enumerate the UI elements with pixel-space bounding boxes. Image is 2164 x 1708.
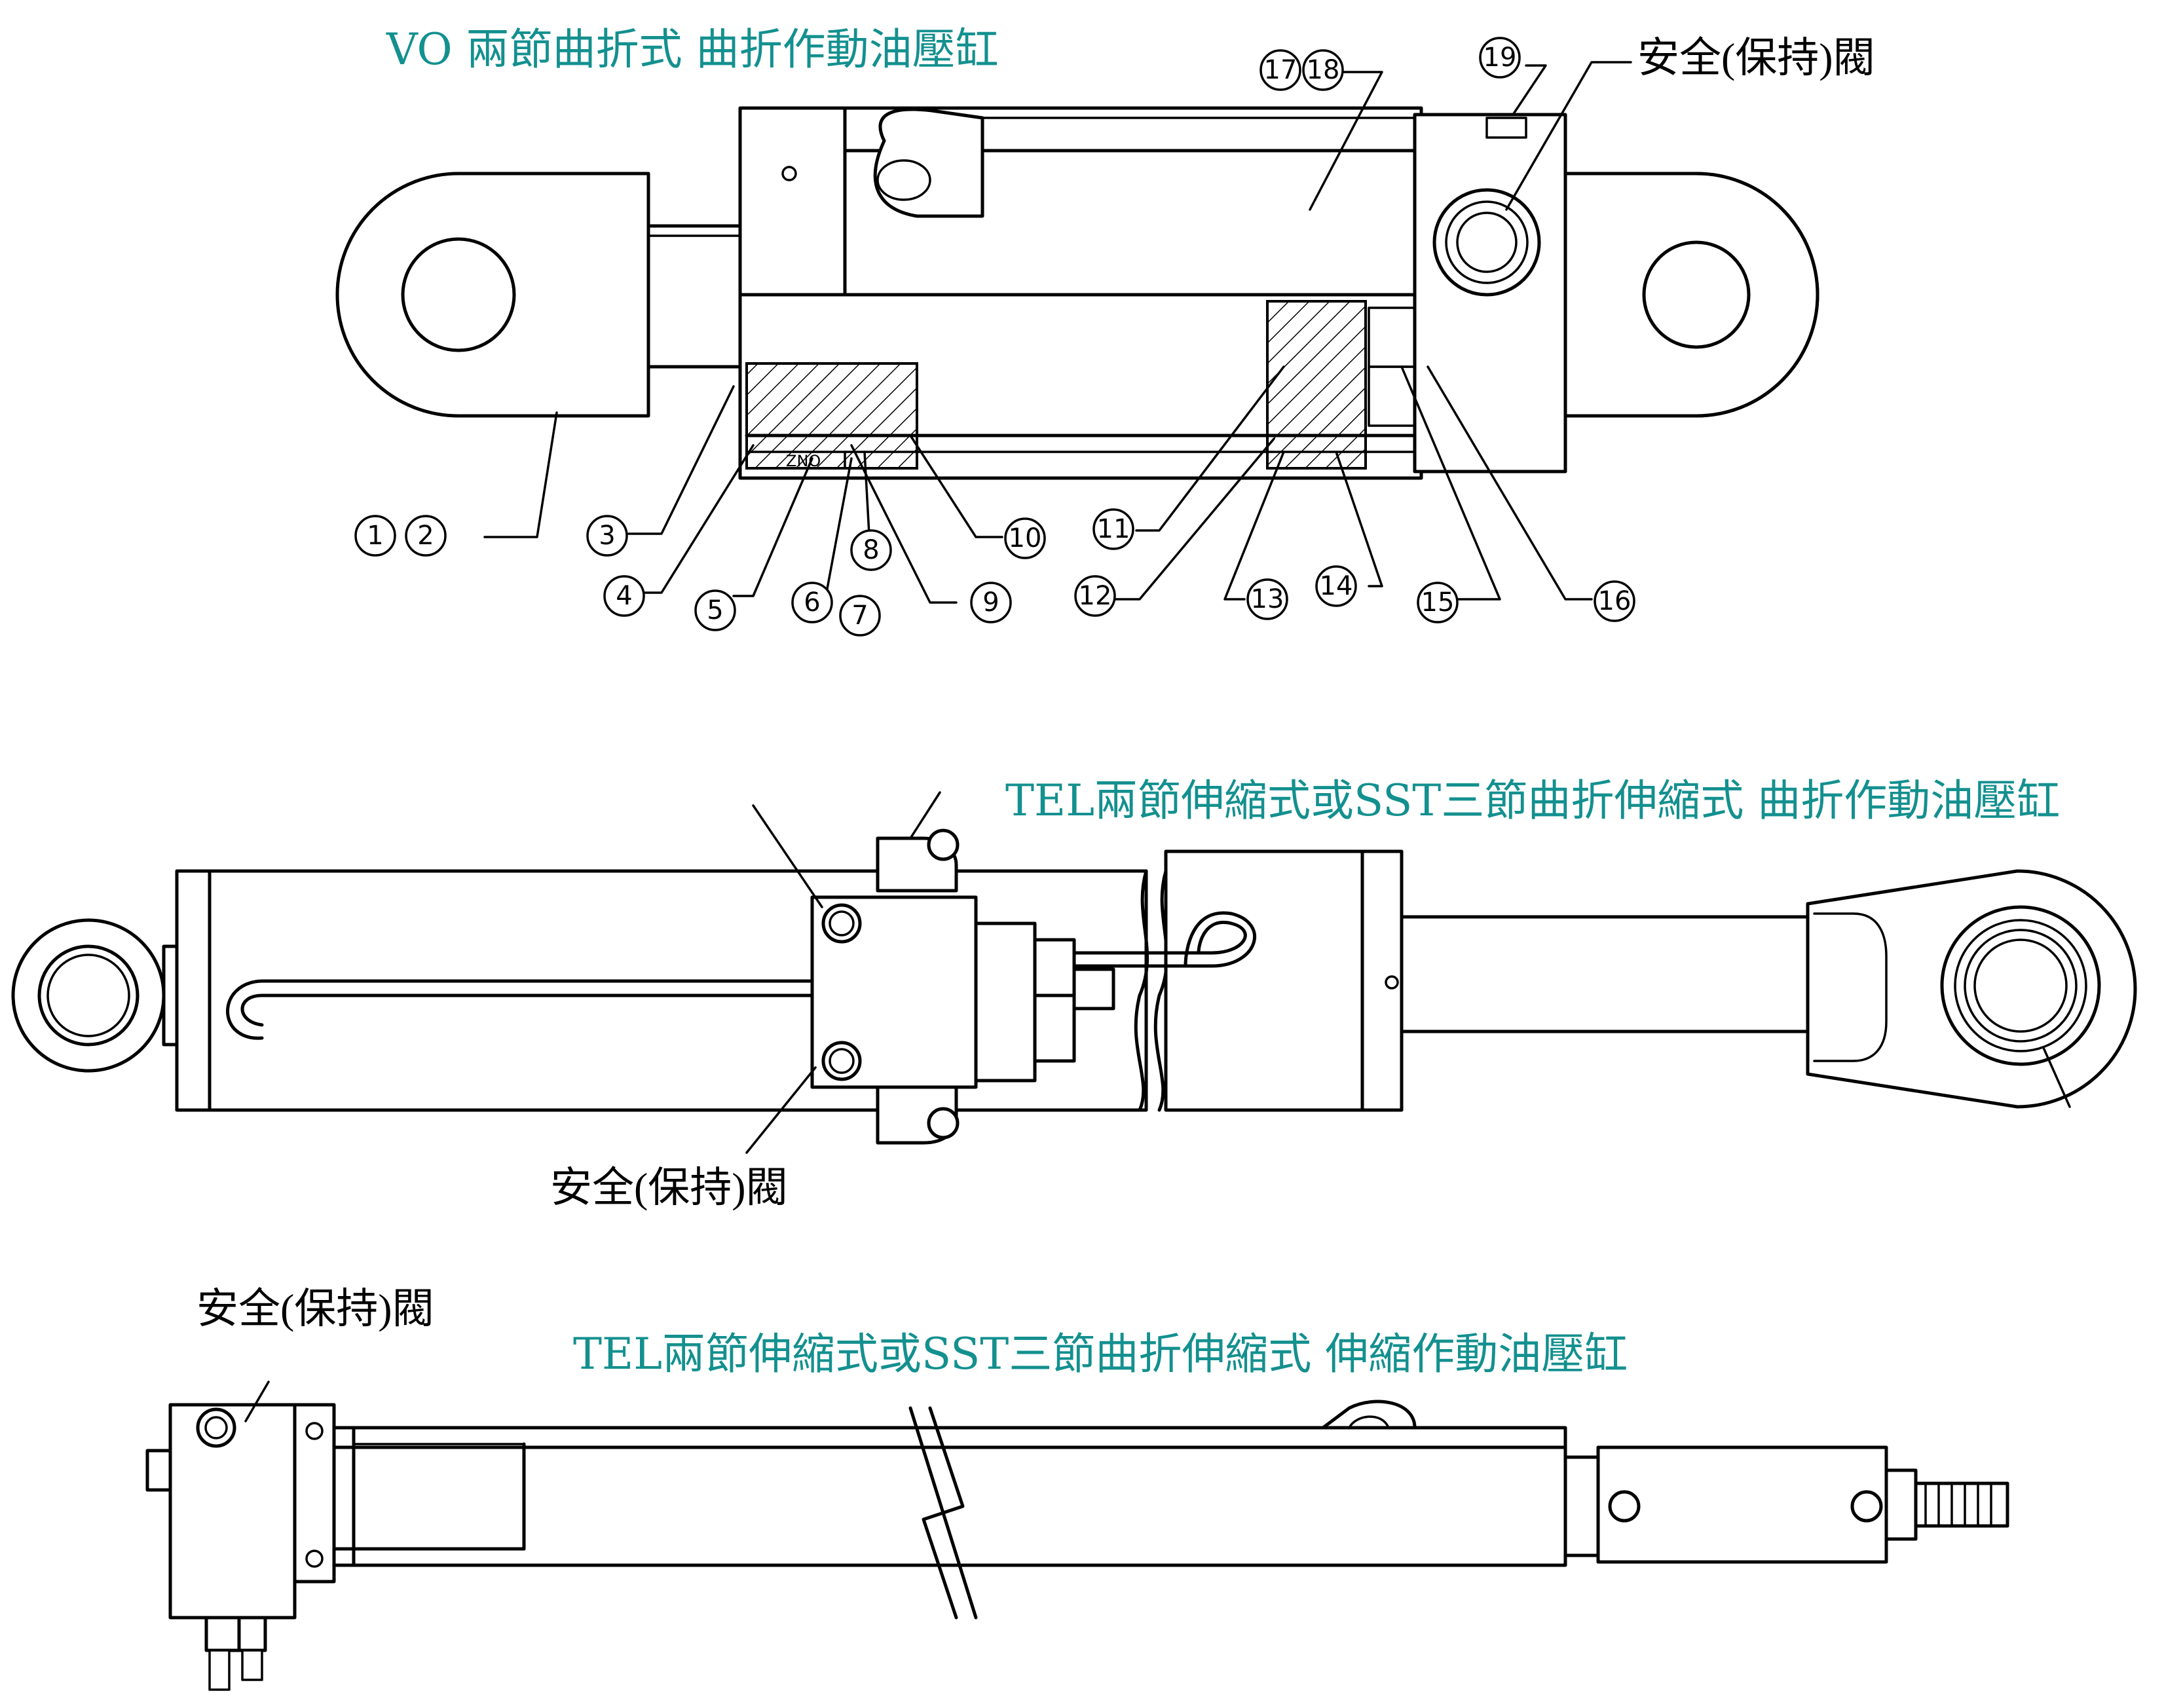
title-tel-tele: TEL兩節伸縮式或SST三節曲折伸縮式 伸縮作動油壓缸	[573, 1329, 1628, 1379]
tel-fold-piston-rod	[1400, 915, 1810, 1033]
tel-fold-barrel-end	[1164, 849, 1404, 1112]
oring-code-text: ZNO	[786, 452, 821, 470]
part-14: 14	[1320, 571, 1353, 601]
vo-elbow-fitting	[873, 107, 984, 218]
title-vo: VO 兩節曲折式 曲折作動油壓缸	[386, 24, 999, 75]
tel-tele-cylinder-drawing	[145, 1381, 2009, 1691]
safety-valve-label-top: 安全(保持)閥	[1637, 35, 1875, 81]
part-8: 8	[863, 535, 879, 565]
part-3: 3	[599, 521, 615, 551]
vo-left-eye	[335, 172, 650, 418]
part-19: 19	[1483, 43, 1517, 73]
tel-fold-rod-eye-hole	[1940, 905, 2101, 1066]
part-18: 18	[1307, 55, 1340, 85]
tel-fold-valve-block	[810, 895, 978, 1089]
tel-tele-valve-block	[168, 1403, 297, 1620]
part-5: 5	[707, 595, 723, 625]
vo-right-eye-outline	[1583, 172, 1819, 418]
safety-valve-label-mid: 安全(保持)閥	[550, 1164, 788, 1211]
part-13: 13	[1251, 584, 1284, 614]
vo-left-eye-hole	[401, 237, 516, 352]
tel-tele-rod-end	[1596, 1445, 1888, 1564]
tel-tele-barrel	[332, 1426, 1567, 1567]
part-4: 4	[616, 581, 632, 611]
tel-fold-cylinder-drawing	[11, 791, 2137, 1154]
vo-cylinder-drawing: ZNO	[335, 61, 1819, 604]
part-1: 1	[367, 521, 383, 551]
part-15: 15	[1421, 587, 1455, 618]
part-17: 17	[1264, 55, 1297, 85]
tel-fold-left-eye	[11, 918, 166, 1073]
part-10: 10	[1009, 523, 1042, 553]
vo-safety-valve	[1432, 188, 1541, 297]
tel-tele-threaded-end	[1914, 1481, 2009, 1528]
title-tel-fold: TEL兩節伸縮式或SST三節曲折伸縮式 曲折作動油壓缸	[1005, 775, 2060, 826]
part-6: 6	[804, 587, 820, 618]
part-11: 11	[1097, 514, 1130, 544]
tel-tele-break-mark	[908, 1406, 958, 1620]
safety-valve-label-bottom: 安全(保持)閥	[196, 1286, 434, 1332]
part-number-callouts: 1 2 3 4 5 6 7 8 9 10 11 12 13 14 15 16 1…	[354, 37, 1635, 637]
part-12: 12	[1079, 581, 1112, 611]
part-7: 7	[851, 601, 868, 631]
part-9: 9	[982, 587, 999, 618]
part-2: 2	[417, 521, 434, 551]
part-16: 16	[1598, 586, 1632, 616]
vo-right-eye-hole	[1642, 240, 1751, 349]
vo-head-section	[1266, 300, 1367, 470]
